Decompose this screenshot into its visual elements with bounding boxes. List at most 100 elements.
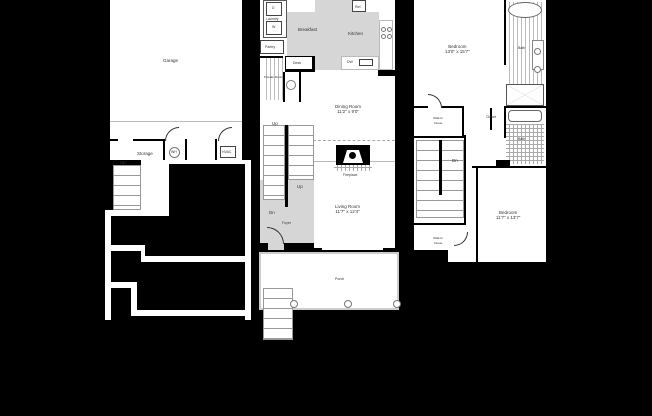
stairs-up-label: Up [272, 121, 278, 126]
walk-in-closet-label: Walk-In Closet [432, 116, 444, 125]
living-room-dimensions: 11'7" x 12'4" [335, 209, 360, 214]
wall [414, 250, 448, 264]
pantry[interactable] [260, 40, 284, 54]
wall [383, 248, 395, 252]
stairs-up-right[interactable] [288, 125, 314, 180]
wall [546, 0, 550, 262]
laundry-label: Laundry [266, 17, 279, 21]
porch-label: Porch [335, 277, 345, 281]
dw-label: DW [347, 60, 353, 64]
water-heater-icon [169, 147, 180, 158]
wall [462, 106, 464, 136]
bedroom-2-label: Bedroom 11'7" x 13'7" [496, 210, 520, 220]
foundation-outline [141, 250, 145, 260]
kitchen-floor [315, 0, 355, 14]
dining-living-divider [313, 140, 395, 141]
stove-burner [381, 27, 386, 32]
wall [395, 70, 407, 250]
wall [414, 106, 428, 108]
foundation-outline [131, 310, 251, 316]
garage-room [110, 0, 242, 122]
bathtub-hall [508, 110, 542, 122]
bedroom-2-name: Bedroom [499, 210, 518, 215]
washer-label: W [272, 25, 276, 29]
fireplace-hearth [334, 165, 372, 171]
wall [314, 248, 322, 252]
porch-column [393, 300, 401, 308]
garage-label: Garage [163, 58, 179, 63]
upper-level-plan: Bedroom 13'0" x 15'7" Bath Walk-In Close… [410, 0, 550, 265]
wall [472, 166, 546, 168]
wall [496, 160, 510, 168]
wall [283, 72, 285, 102]
up-label: Up [120, 160, 126, 165]
wall [464, 135, 466, 225]
living-room-label: Living Room 11'7" x 12'4" [335, 204, 360, 214]
wall [299, 72, 301, 102]
wall [255, 0, 260, 250]
toilet-icon [286, 80, 296, 90]
hall-bath-label: Bath [518, 137, 526, 141]
walk-in-closet-2-label: Walk-In Closet [432, 236, 444, 245]
powder-room[interactable] [263, 58, 283, 100]
wall [163, 139, 165, 161]
bedroom-2-dimensions: 11'7" x 13'7" [496, 215, 521, 220]
wall [242, 0, 245, 160]
stove-burner [387, 34, 392, 39]
wall [442, 106, 464, 108]
stairs-down-label: Dn [269, 210, 275, 215]
stair-divider-wall [285, 125, 288, 207]
stair-divider-wall [439, 140, 442, 195]
porch-cutout [297, 310, 407, 345]
stove-burner [381, 34, 386, 39]
wall [504, 108, 506, 138]
porch-column [290, 300, 298, 308]
lower-stairs[interactable] [113, 165, 141, 210]
sink-icon [534, 48, 541, 55]
refrigerator [352, 0, 366, 12]
master-bath-label: Bath [518, 46, 526, 50]
wall [476, 168, 478, 262]
wall [378, 70, 398, 76]
wh-label: WH [171, 150, 177, 154]
foundation-outline [105, 210, 111, 320]
master-bedroom-name: Bedroom [448, 44, 467, 49]
shower [506, 84, 544, 106]
foundation-outline [141, 256, 251, 262]
dryer-label: D [272, 6, 275, 10]
stairs-up[interactable] [263, 125, 285, 200]
kitchen-counter [379, 20, 393, 70]
garage-door-line [110, 121, 242, 122]
wall [414, 223, 466, 225]
hall-bath[interactable] [506, 124, 544, 164]
dining-room-name: Dining Room [335, 104, 362, 109]
powder-room-label: Powder Room [264, 75, 284, 79]
foundation-outline [245, 160, 251, 320]
desk [286, 57, 312, 69]
wall [260, 56, 283, 58]
sink [359, 59, 373, 66]
closet-label: Closet [486, 115, 496, 119]
master-bedroom-label: Bedroom 13'0" x 15'7" [445, 44, 470, 54]
breakfast-label: Breakfast [298, 27, 318, 32]
wall [215, 139, 217, 161]
wall [410, 0, 414, 262]
stairs-down-label: Dn [452, 158, 458, 163]
foundation-outline [131, 282, 137, 316]
porch-stairs[interactable] [263, 288, 293, 340]
wall [490, 108, 492, 130]
fireplace-label: Fireplace [343, 173, 358, 177]
wall [105, 0, 110, 210]
main-level-plan: Breakfast Kitchen Ref. DW D Laundry W Pa… [255, 0, 407, 345]
bathtub-master [508, 2, 542, 18]
wall [133, 139, 163, 141]
wall [414, 136, 464, 138]
stairs-up-label-2: Up [297, 184, 303, 189]
wall [504, 0, 506, 65]
dining-room-dimensions: 11'2" x 9'0" [337, 109, 359, 114]
wall [110, 139, 118, 141]
storage-label: Storage [137, 151, 153, 156]
wall [284, 243, 314, 250]
lower-level-plan: Garage Storage WH HVAC Up [105, 0, 251, 320]
ref-label: Ref. [355, 5, 362, 9]
